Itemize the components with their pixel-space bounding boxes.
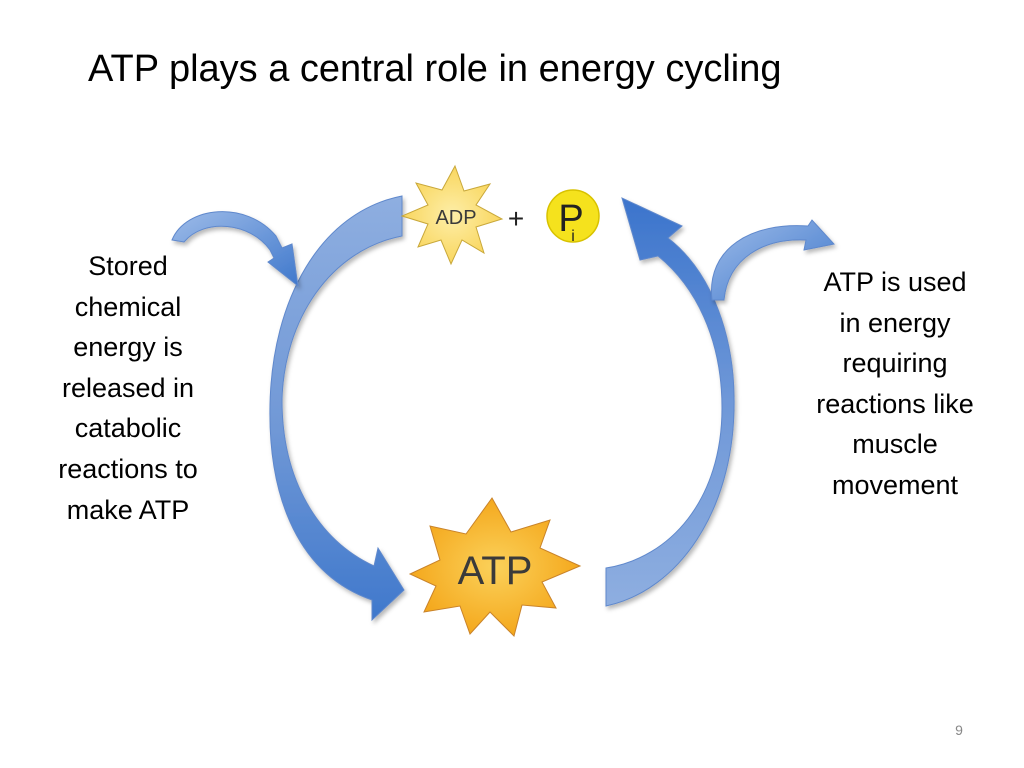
catabolic-description: Stored chemical energy is released in ca… — [58, 251, 198, 525]
page-number: 9 — [955, 722, 963, 738]
energy-input-arrow — [171, 211, 299, 288]
adp-label: ADP — [435, 207, 476, 229]
plus-sign: + — [508, 203, 524, 234]
phosphate-label: P — [558, 198, 583, 240]
phosphate-circle-icon — [546, 189, 600, 243]
adp-molecule: ADP — [400, 164, 504, 266]
energy-use-cycle-arrow — [605, 197, 735, 607]
slide-title: ATP plays a central role in energy cycli… — [88, 48, 782, 90]
catabolic-cycle-arrow — [269, 195, 405, 622]
inorganic-phosphate: P i — [546, 189, 600, 245]
phosphate-subscript: i — [571, 228, 575, 245]
energy-use-description: ATP is used in energy requiring reaction… — [816, 267, 974, 500]
energy-output-arrow — [711, 219, 835, 301]
atp-molecule: ATP — [408, 497, 582, 637]
adp-star-icon — [400, 164, 504, 266]
atp-star-icon — [408, 497, 582, 637]
atp-label: ATP — [458, 549, 533, 593]
